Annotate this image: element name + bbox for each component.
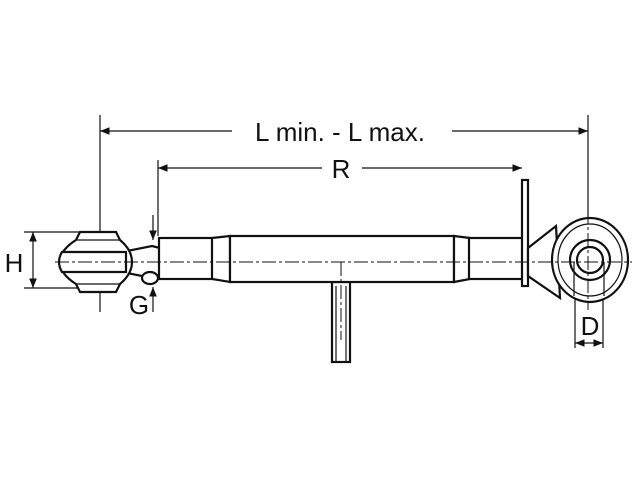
diameter-label: D: [581, 311, 600, 341]
diameter-dimension: D: [575, 311, 603, 347]
length-dimension: L min. - L max.: [100, 117, 588, 147]
length-label: L min. - L max.: [255, 117, 425, 147]
gap-dimension: G: [129, 215, 157, 320]
height-label: H: [5, 248, 24, 278]
thread-dimension: R: [158, 154, 522, 184]
right-eye: [526, 216, 630, 304]
height-dimension: H: [5, 232, 37, 288]
tube-body: [157, 234, 525, 284]
thread-label: R: [332, 154, 351, 184]
flange-plate: [520, 178, 530, 288]
gap-label: G: [129, 290, 149, 320]
center-lines: [55, 210, 632, 340]
